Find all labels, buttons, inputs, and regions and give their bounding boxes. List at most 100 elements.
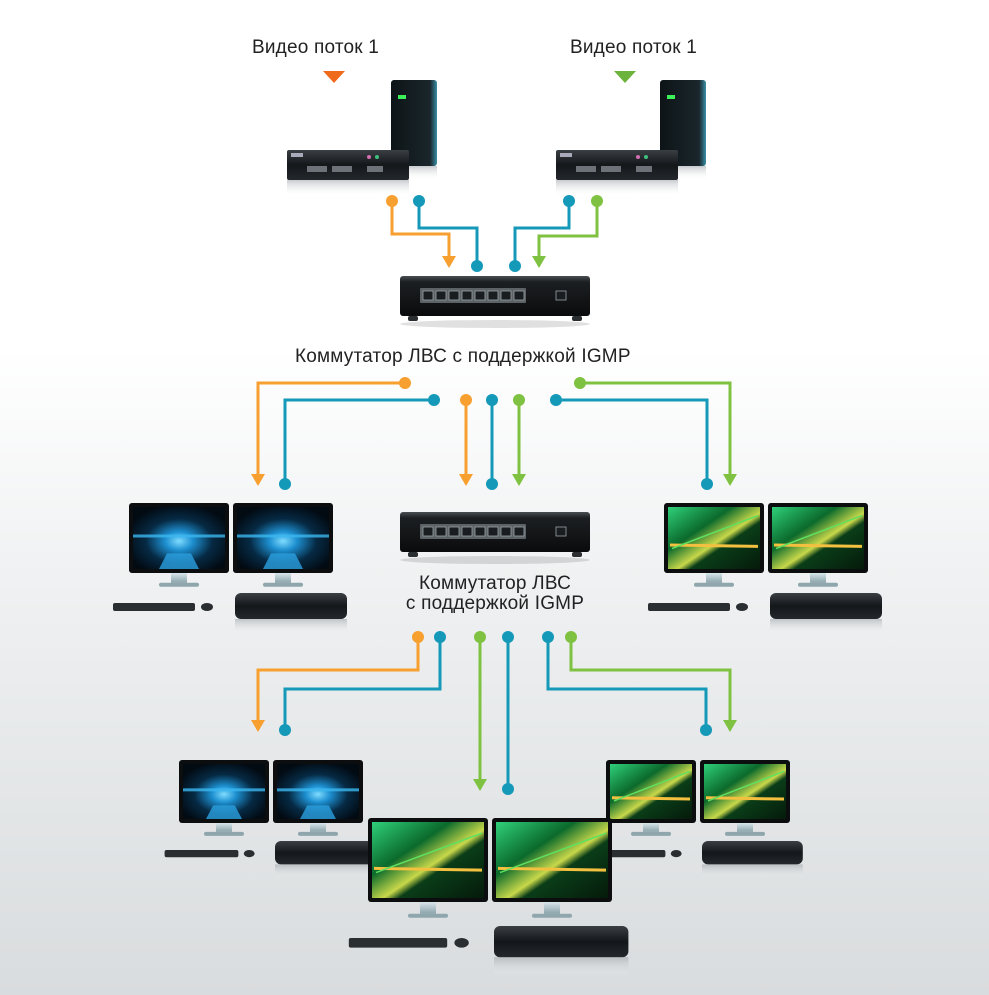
monitor-screen	[772, 507, 864, 569]
ethernet-port-icon	[422, 290, 434, 301]
screen-streak	[206, 805, 242, 819]
ethernet-port-icon	[435, 290, 447, 301]
wire-top-orange-down	[459, 394, 473, 486]
monitor-base	[408, 913, 448, 918]
dvi-port-icon	[601, 166, 621, 172]
wire-path	[417, 201, 479, 266]
uplink-port-icon	[555, 526, 567, 537]
connector-dot-icon	[434, 631, 446, 643]
wire-top-blue-right	[550, 394, 713, 490]
wire-src-right-blue	[509, 195, 575, 272]
monitor-stand	[216, 823, 232, 832]
screen-streak	[707, 770, 785, 802]
reflection	[287, 180, 409, 196]
wire-path	[283, 637, 442, 730]
monitor-screen	[610, 764, 692, 819]
switch-foot	[408, 316, 418, 321]
brand-logo	[291, 153, 303, 157]
arrow-down-icon	[442, 256, 456, 268]
kvm-receiver-icon	[235, 593, 347, 619]
connector-dot-icon	[399, 377, 411, 389]
switch-top	[400, 276, 590, 328]
port-panel	[420, 524, 526, 539]
wire-path	[256, 381, 405, 484]
wire-path	[283, 398, 434, 484]
switch-mid-label-line1: Коммутатор ЛВС	[418, 573, 572, 594]
connector-dot-icon	[279, 478, 291, 490]
ethernet-port-icon	[474, 526, 486, 537]
ethernet-port-icon	[448, 290, 460, 301]
reflection	[494, 957, 629, 977]
reflection	[770, 619, 882, 635]
wire-src-left-orange	[386, 195, 456, 268]
connector-dot-icon	[471, 260, 483, 272]
arrow-down-icon	[532, 256, 546, 268]
dvi-port-icon	[576, 166, 596, 172]
mouse-icon	[201, 603, 213, 611]
mouse-icon	[736, 603, 748, 611]
source-left	[287, 80, 437, 196]
connector-dot-icon	[591, 195, 603, 207]
ethernet-port-icon	[448, 526, 460, 537]
wire-path	[556, 398, 709, 484]
monitor-screen	[372, 822, 484, 898]
monitor-stand	[643, 823, 659, 832]
connector-dot-icon	[474, 631, 486, 643]
ethernet-port-icon	[474, 290, 486, 301]
screen-streak	[775, 514, 863, 550]
arrow-down-icon	[459, 474, 473, 486]
wire-path	[390, 201, 451, 266]
ethernet-port-icon	[461, 290, 473, 301]
monitor-stand	[810, 573, 826, 583]
monitor-icon	[492, 818, 612, 918]
wire-top-blue-down	[486, 394, 498, 490]
connector-dot-icon	[565, 631, 577, 643]
kvm-receiver-icon	[702, 841, 803, 865]
connector-dot-icon	[502, 783, 514, 795]
arrow-down-icon	[251, 720, 265, 732]
receiver-mid-left	[113, 503, 347, 635]
ethernet-port-icon	[422, 526, 434, 537]
wire-mid-green-down	[473, 631, 487, 791]
screen-streak	[375, 832, 483, 874]
wire-mid-blue-left	[279, 631, 446, 736]
monitor-base	[694, 582, 734, 587]
screen-streak	[499, 832, 607, 874]
switch-mid-label-line2: с поддержкой IGMP	[405, 593, 585, 614]
screen-streak	[611, 796, 691, 801]
shadow	[400, 320, 590, 328]
pc-tower-icon	[660, 80, 706, 166]
monitor-stand	[171, 573, 187, 583]
ethernet-port-icon	[461, 526, 473, 537]
connector-dot-icon	[701, 478, 713, 490]
mouse-icon	[243, 850, 255, 858]
ethernet-port-icon	[500, 290, 512, 301]
port-panel	[420, 288, 526, 303]
monitor-stand	[544, 902, 560, 914]
vga-port-icon	[367, 166, 383, 172]
ethernet-port-icon	[435, 526, 447, 537]
monitor-icon	[606, 760, 696, 836]
screen-streak	[705, 796, 785, 801]
reflection	[235, 619, 347, 635]
receiver-bottom-left	[164, 760, 376, 879]
receiver-bottom-center	[348, 818, 629, 977]
monitor-icon	[233, 503, 333, 587]
screen-streak	[671, 514, 759, 550]
wire-top-green-down	[512, 394, 526, 486]
connector-dot-icon	[563, 195, 575, 207]
keyboard-icon	[113, 603, 195, 611]
screen-streak	[277, 788, 359, 792]
wire-src-right-green	[532, 195, 603, 268]
monitor-base	[725, 831, 765, 836]
connector-dot-icon	[700, 724, 712, 736]
stream-label-right: Видео поток 1	[570, 37, 698, 58]
arrow-down-icon	[473, 779, 487, 791]
monitor-base	[298, 831, 338, 836]
receiver-mid-right	[648, 503, 882, 635]
wire-top-blue-left	[279, 394, 440, 490]
devices	[113, 71, 882, 977]
switch-foot	[572, 316, 582, 321]
shadow	[400, 556, 590, 564]
